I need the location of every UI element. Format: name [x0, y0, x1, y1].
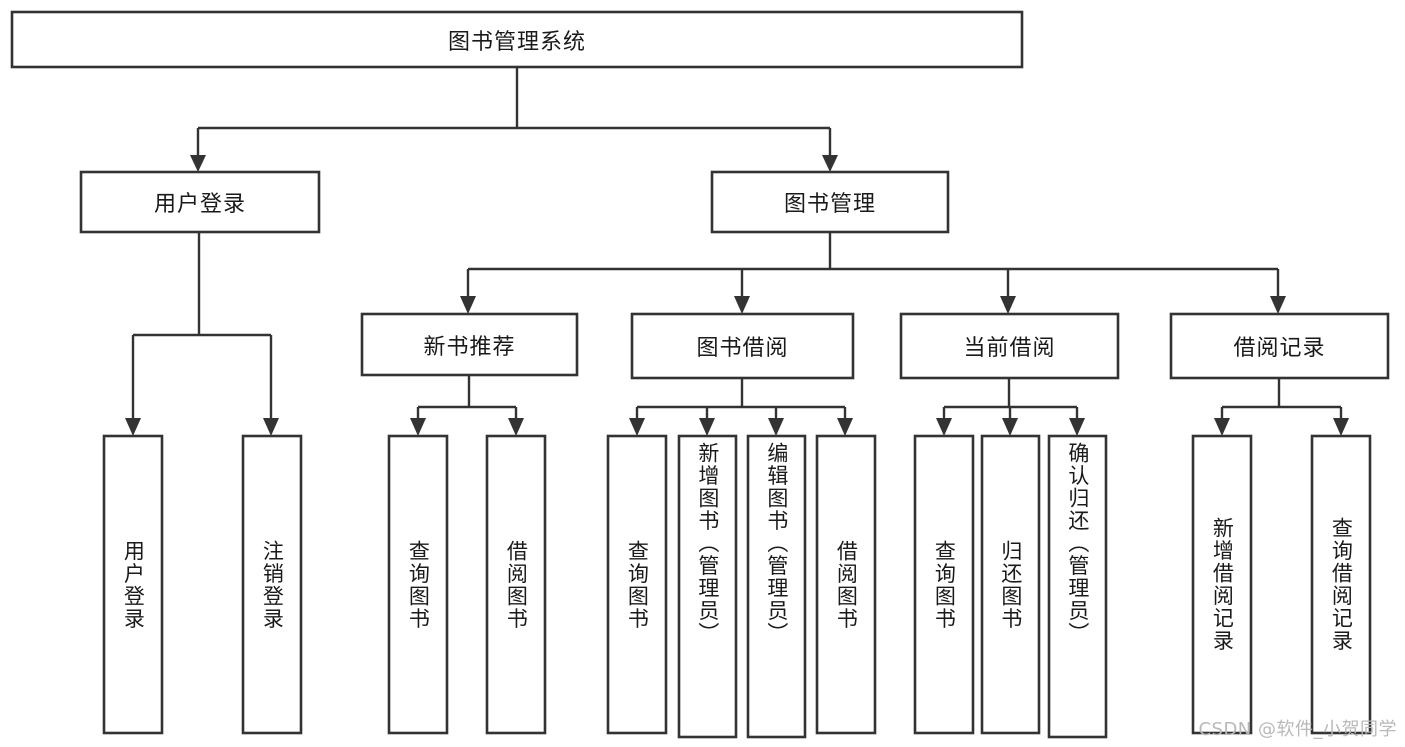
node-leaf-edit-book[interactable]	[746, 434, 807, 739]
node-leaf-add-record[interactable]	[1191, 434, 1253, 735]
node-leaf-borrow-book-1[interactable]	[485, 434, 547, 735]
arrowhead-record	[1270, 296, 1286, 314]
arrowhead-leaf-query-book-3	[936, 418, 952, 436]
arrowhead-current	[1000, 296, 1016, 314]
node-leaf-user-logout[interactable]	[241, 434, 303, 735]
node-leaf-query-record[interactable]	[1310, 434, 1372, 735]
arrowhead-leaf-user-logout	[263, 418, 279, 436]
node-leaf-query-book-3[interactable]	[913, 434, 975, 735]
edge-group	[125, 67, 1349, 436]
node-book-manage[interactable]	[710, 170, 950, 234]
node-borrow-record[interactable]	[1169, 312, 1390, 380]
arrowhead-leaf-query-book-2	[629, 418, 645, 436]
node-leaf-confirm-return[interactable]	[1047, 434, 1108, 739]
arrowhead-book-manage	[822, 155, 838, 172]
arrowhead-leaf-query-record	[1333, 418, 1349, 436]
node-leaf-query-book-1[interactable]	[387, 434, 449, 735]
arrowhead-borrow	[734, 296, 750, 314]
arrowhead-leaf-borrow-book-1	[508, 418, 524, 436]
node-leaf-return-book[interactable]	[980, 434, 1041, 735]
node-leaf-query-book-2[interactable]	[606, 434, 668, 735]
node-user-login[interactable]	[79, 170, 321, 234]
arrowhead-leaf-user-login	[125, 418, 141, 436]
arrowhead-leaf-edit-book	[768, 418, 784, 436]
node-new-book-rec[interactable]	[360, 312, 579, 377]
arrowhead-user-login	[190, 155, 206, 172]
arrowhead-leaf-return-book	[1002, 418, 1018, 436]
node-current-borrow[interactable]	[899, 312, 1120, 380]
node-leaf-add-book[interactable]	[677, 434, 738, 739]
arrowhead-newbook	[460, 296, 476, 314]
node-root[interactable]	[10, 10, 1024, 69]
arrowhead-leaf-add-record	[1214, 418, 1230, 436]
arrowhead-leaf-add-book	[699, 418, 715, 436]
node-leaf-user-login[interactable]	[102, 434, 164, 735]
node-book-borrow[interactable]	[630, 312, 855, 380]
arrowhead-leaf-query-book-1	[410, 418, 426, 436]
node-leaf-borrow-book-2[interactable]	[815, 434, 877, 735]
arrowhead-leaf-borrow-book-2	[837, 418, 853, 436]
arrowhead-leaf-confirm-return	[1069, 418, 1085, 436]
node-box-group	[10, 10, 1390, 739]
